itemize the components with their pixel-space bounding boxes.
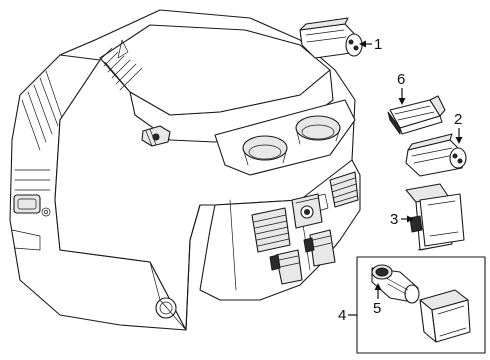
console-usb-cluster <box>291 193 323 229</box>
callout-1: 1 <box>359 36 382 53</box>
part-2-usb-port <box>405 133 467 177</box>
svg-text:5: 5 <box>373 300 381 317</box>
callout-6: 6 <box>397 71 406 105</box>
callout-3: 3 <box>390 211 414 228</box>
part-1-usb-port <box>299 17 363 59</box>
part-6-usb-module <box>387 95 446 135</box>
cupholder-tray <box>214 99 356 176</box>
part-3-outlet-module <box>405 183 465 251</box>
part-5-power-socket <box>371 264 420 304</box>
svg-text:3: 3 <box>390 211 398 228</box>
svg-text:6: 6 <box>397 71 405 88</box>
part-4-outlet-cap <box>419 289 471 343</box>
part-4-kit-box <box>356 256 486 354</box>
svg-text:1: 1 <box>374 36 382 53</box>
console-lower-modules <box>269 229 336 285</box>
callout-2: 2 <box>454 111 463 144</box>
callout-4: 4 <box>338 307 357 324</box>
callout-5: 5 <box>373 283 382 317</box>
rear-air-vents <box>251 171 359 253</box>
console-side-clip <box>141 125 171 147</box>
svg-text:2: 2 <box>454 111 462 128</box>
svg-text:4: 4 <box>338 307 346 324</box>
center-console-assembly <box>9 9 361 331</box>
